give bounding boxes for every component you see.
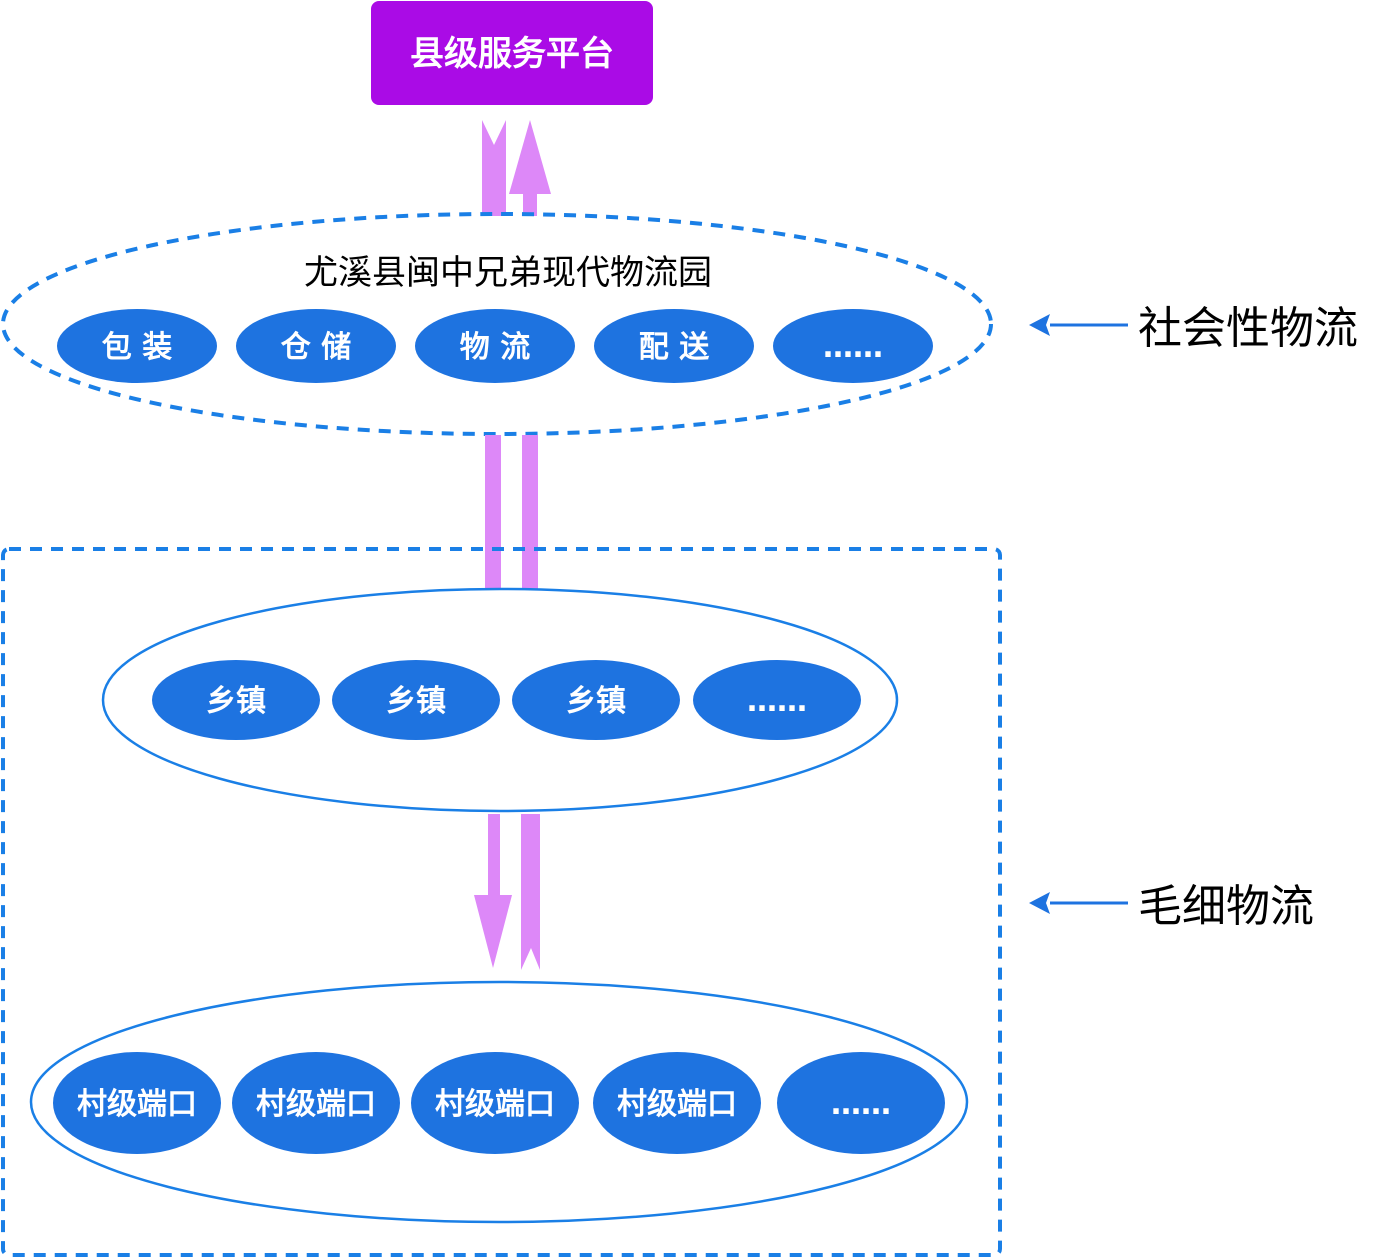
township-node-label: 乡镇 xyxy=(206,684,266,719)
village-node-shape xyxy=(232,1052,400,1154)
platform-box xyxy=(371,1,653,105)
capillary-logistics-label: 毛细物流 xyxy=(1138,881,1314,932)
village-node: 村级端口 xyxy=(53,1052,221,1154)
village-node: 村级端口 xyxy=(411,1052,579,1154)
village-node: …… xyxy=(777,1052,945,1154)
service-node-label: 包 装 xyxy=(102,330,172,365)
township-node-shape xyxy=(693,660,861,740)
service-node-label: 仓 储 xyxy=(281,330,351,365)
up-arrow-icon xyxy=(509,120,551,216)
village-node-label: …… xyxy=(831,1087,891,1122)
township-node: 乡镇 xyxy=(152,660,320,740)
township-node-shape xyxy=(332,660,500,740)
service-node-label: 物 流 xyxy=(460,330,530,365)
pointer-arrow-left-icon xyxy=(1029,892,1050,914)
service-node: 物 流 xyxy=(415,309,575,383)
village-node: 村级端口 xyxy=(593,1052,761,1154)
park-services: 包 装 仓 储 物 流 配 送 …… xyxy=(57,309,933,383)
village-node-shape xyxy=(593,1052,761,1154)
village-group: 村级端口 村级端口 村级端口 村级端口 …… xyxy=(29,980,969,1224)
village-node-label: 村级端口 xyxy=(617,1087,737,1122)
service-node: 仓 储 xyxy=(236,309,396,383)
village-node-label: 村级端口 xyxy=(77,1087,197,1122)
up-arrow-tail-icon xyxy=(521,814,540,970)
connector-bar-left xyxy=(485,435,501,590)
township-nodes: 乡镇 乡镇 乡镇 …… xyxy=(152,660,861,740)
service-node: 配 送 xyxy=(594,309,754,383)
township-node-label: …… xyxy=(747,684,807,719)
pointer-arrow-left-icon xyxy=(1029,314,1050,336)
village-node-label: 村级端口 xyxy=(256,1087,376,1122)
service-node-shape xyxy=(415,309,575,383)
service-node-shape xyxy=(57,309,217,383)
down-arrow-icon xyxy=(474,814,512,968)
logistics-park-group: 尤溪县闽中兄弟现代物流园 包 装 仓 储 物 流 配 送 …… xyxy=(1,212,993,436)
village-node-shape xyxy=(411,1052,579,1154)
township-node: 乡镇 xyxy=(512,660,680,740)
village-node-shape xyxy=(53,1052,221,1154)
township-node-label: 乡镇 xyxy=(566,684,626,719)
service-node-label: …… xyxy=(823,330,883,365)
service-node: 包 装 xyxy=(57,309,217,383)
capillary-logistics-label-group: 毛细物流 xyxy=(1029,881,1314,932)
park-dashed-ellipse xyxy=(1,212,993,436)
service-node-shape xyxy=(594,309,754,383)
township-group: 乡镇 乡镇 乡镇 …… xyxy=(101,587,899,813)
village-nodes: 村级端口 村级端口 村级端口 村级端口 …… xyxy=(53,1052,945,1154)
down-arrow-tail-icon xyxy=(482,120,506,216)
service-node: …… xyxy=(773,309,933,383)
village-node-label: 村级端口 xyxy=(435,1087,555,1122)
township-village-arrows xyxy=(474,814,540,970)
township-node: …… xyxy=(693,660,861,740)
service-node-shape xyxy=(236,309,396,383)
village-node-shape xyxy=(777,1052,945,1154)
township-node-shape xyxy=(152,660,320,740)
park-title: 尤溪县闽中兄弟现代物流园 xyxy=(304,253,712,293)
township-node: 乡镇 xyxy=(332,660,500,740)
village-node: 村级端口 xyxy=(232,1052,400,1154)
platform-park-arrows xyxy=(482,120,551,216)
service-node-label: 配 送 xyxy=(639,330,709,365)
capillary-zone-dashed-box xyxy=(1,547,1002,1257)
township-node-shape xyxy=(512,660,680,740)
social-logistics-label-group: 社会性物流 xyxy=(1029,303,1358,354)
social-logistics-label: 社会性物流 xyxy=(1138,303,1358,354)
platform-label: 县级服务平台 xyxy=(410,34,614,74)
park-township-connectors xyxy=(485,435,538,590)
service-node-shape xyxy=(773,309,933,383)
township-node-label: 乡镇 xyxy=(386,684,446,719)
connector-bar-right xyxy=(522,435,538,590)
county-service-platform: 县级服务平台 xyxy=(371,1,653,105)
